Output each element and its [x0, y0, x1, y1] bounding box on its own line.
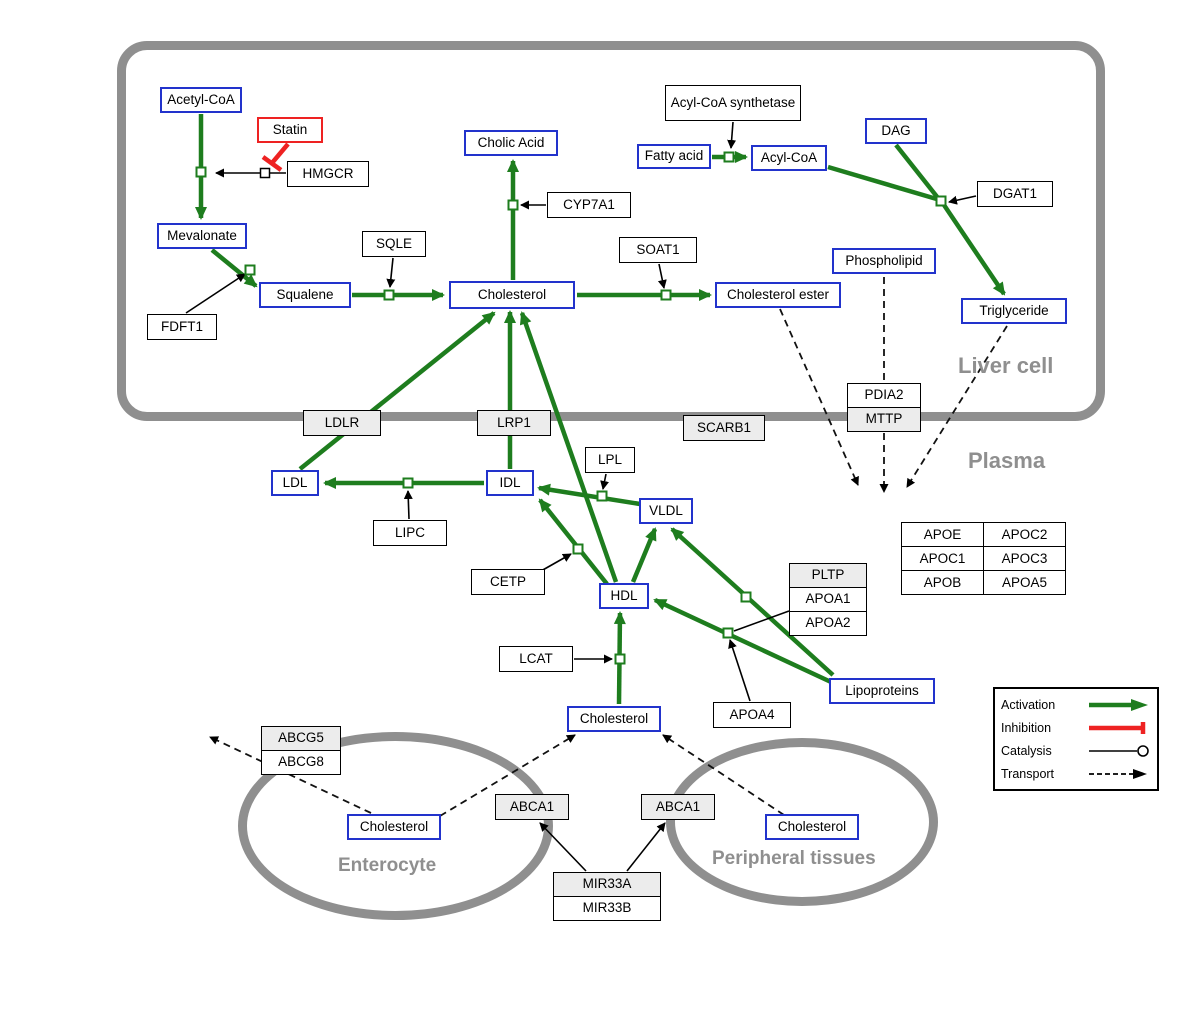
node-sqle: SQLE: [362, 231, 426, 257]
node-ldl: LDL: [271, 470, 319, 496]
reaction-nodes: [195, 151, 947, 665]
node-ldlr: LDLR: [303, 410, 381, 436]
apo-cell: APOA5: [984, 571, 1066, 595]
node-idl: IDL: [486, 470, 534, 496]
inhibition-edge: [261, 142, 290, 172]
inhibition-tee-icon: [1089, 721, 1146, 734]
node-acyl-coa: Acyl-CoA: [751, 145, 827, 171]
node-cholesterol-ester: Cholesterol ester: [715, 282, 841, 308]
liver-cell-compartment: [117, 41, 1105, 421]
apo-cell: APOC2: [984, 523, 1066, 547]
node-apoa4: APOA4: [713, 702, 791, 728]
node-abca1-enterocyte: ABCA1: [495, 794, 569, 820]
node-pdia2: PDIA2: [847, 383, 921, 408]
node-abca1-peripheral: ABCA1: [641, 794, 715, 820]
node-cholesterol-peripheral: Cholesterol: [765, 814, 859, 840]
node-cetp: CETP: [471, 569, 545, 595]
node-acyl-coa-synthetase: Acyl-CoA synthetase: [665, 85, 801, 121]
apo-cell: APOE: [902, 523, 984, 547]
node-mevalonate: Mevalonate: [157, 223, 247, 249]
peripheral-tissues-compartment: [666, 738, 938, 906]
plasma-label: Plasma: [968, 448, 1046, 473]
node-statin: Statin: [257, 117, 323, 143]
node-dgat1: DGAT1: [977, 181, 1053, 207]
transport-edges: [209, 277, 1008, 817]
node-lipc: LIPC: [373, 520, 447, 546]
node-phospholipid: Phospholipid: [832, 248, 936, 274]
node-triglyceride: Triglyceride: [961, 298, 1067, 324]
apo-cell: APOC3: [984, 547, 1066, 571]
node-hmgcr: HMGCR: [287, 161, 369, 187]
legend-row-catalysis: Catalysis: [1001, 741, 1151, 761]
node-dag: DAG: [865, 118, 927, 144]
node-apoa2: APOA2: [789, 611, 867, 636]
legend-row-transport: Transport: [1001, 764, 1151, 784]
node-vldl: VLDL: [639, 498, 693, 524]
node-abcg8: ABCG8: [261, 750, 341, 775]
catalysis-edges: [185, 121, 977, 872]
legend: Activation Inhibition Catalysis Transpor…: [993, 687, 1159, 791]
node-abcg5: ABCG5: [261, 726, 341, 751]
node-squalene: Squalene: [259, 282, 351, 308]
node-cyp7a1: CYP7A1: [547, 192, 631, 218]
node-mttp: MTTP: [847, 407, 921, 432]
transport-dashed-arrow-icon: [1089, 768, 1147, 779]
legend-catalysis-label: Catalysis: [1001, 743, 1052, 758]
node-cholesterol-liver: Cholesterol: [449, 281, 575, 309]
node-fatty-acid: Fatty acid: [637, 144, 711, 169]
apolipoprotein-table: APOE APOC2 APOC1 APOC3 APOB APOA5: [901, 522, 1066, 595]
peripheral-tissues-label: Peripheral tissues: [712, 848, 876, 869]
node-lpl: LPL: [585, 447, 635, 473]
node-cholesterol-plasma: Cholesterol: [567, 706, 661, 732]
node-fdft1: FDFT1: [147, 314, 217, 340]
legend-activation-label: Activation: [1001, 697, 1056, 712]
node-mir33b: MIR33B: [553, 896, 661, 921]
activation-arrow-icon: [1089, 698, 1148, 711]
legend-inhibition-label: Inhibition: [1001, 720, 1052, 735]
node-acetyl-coa: Acetyl-CoA: [160, 87, 242, 113]
legend-row-inhibition: Inhibition: [1001, 718, 1151, 738]
node-mir33a: MIR33A: [553, 872, 661, 897]
node-pltp: PLTP: [789, 563, 867, 588]
apo-cell: APOB: [902, 571, 984, 595]
apo-cell: APOC1: [902, 547, 984, 571]
legend-row-activation: Activation: [1001, 695, 1151, 715]
node-scarb1: SCARB1: [683, 415, 765, 441]
node-cholesterol-enterocyte: Cholesterol: [347, 814, 441, 840]
node-soat1: SOAT1: [619, 237, 697, 263]
legend-transport-label: Transport: [1001, 766, 1055, 781]
catalysis-circle-icon: [1089, 744, 1149, 757]
node-apoa1: APOA1: [789, 587, 867, 612]
node-cholic-acid: Cholic Acid: [464, 130, 558, 156]
node-hdl: HDL: [599, 583, 649, 609]
node-lipoproteins: Lipoproteins: [829, 678, 935, 704]
node-lrp1: LRP1: [477, 410, 551, 436]
liver-cell-label: Liver cell: [958, 353, 1054, 378]
enterocyte-label: Enterocyte: [338, 855, 437, 876]
node-lcat: LCAT: [499, 646, 573, 672]
